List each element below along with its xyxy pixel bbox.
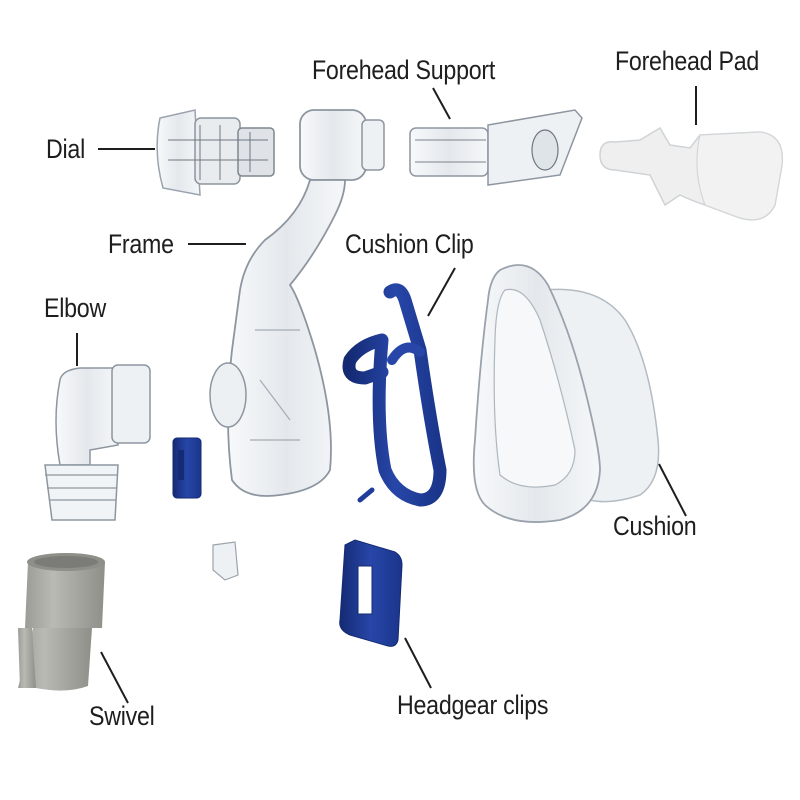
cushion-clip-leader-line [427,267,456,317]
swivel-leader-line [100,651,129,704]
label-swivel: Swivel [89,701,155,731]
cushion-leader-line [658,463,687,517]
cushion-part [472,264,660,523]
dial-part [156,109,275,196]
forehead-support-part [409,109,583,186]
label-dial: Dial [46,134,85,164]
forehead-support-leader-line [432,87,451,120]
leader-lines [76,86,697,704]
label-headgear-clips: Headgear clips [397,690,549,720]
label-forehead-pad: Forehead Pad [615,46,760,76]
frame-part [209,109,385,497]
headgear-clips-leader-line [404,637,432,689]
forehead-pad-part [599,126,784,221]
small-clear-connector-part [212,541,239,581]
label-frame: Frame [108,229,174,259]
swivel-part [18,553,105,691]
elbow-part [44,364,151,521]
label-cushion-clip: Cushion Clip [345,229,474,259]
cushion-clip-part [342,283,447,507]
headgear-clip-part [339,539,403,647]
label-forehead-support: Forehead Support [312,55,496,85]
small-headgear-clip-part [172,437,202,499]
label-elbow: Elbow [44,293,106,323]
label-cushion: Cushion [613,511,697,541]
